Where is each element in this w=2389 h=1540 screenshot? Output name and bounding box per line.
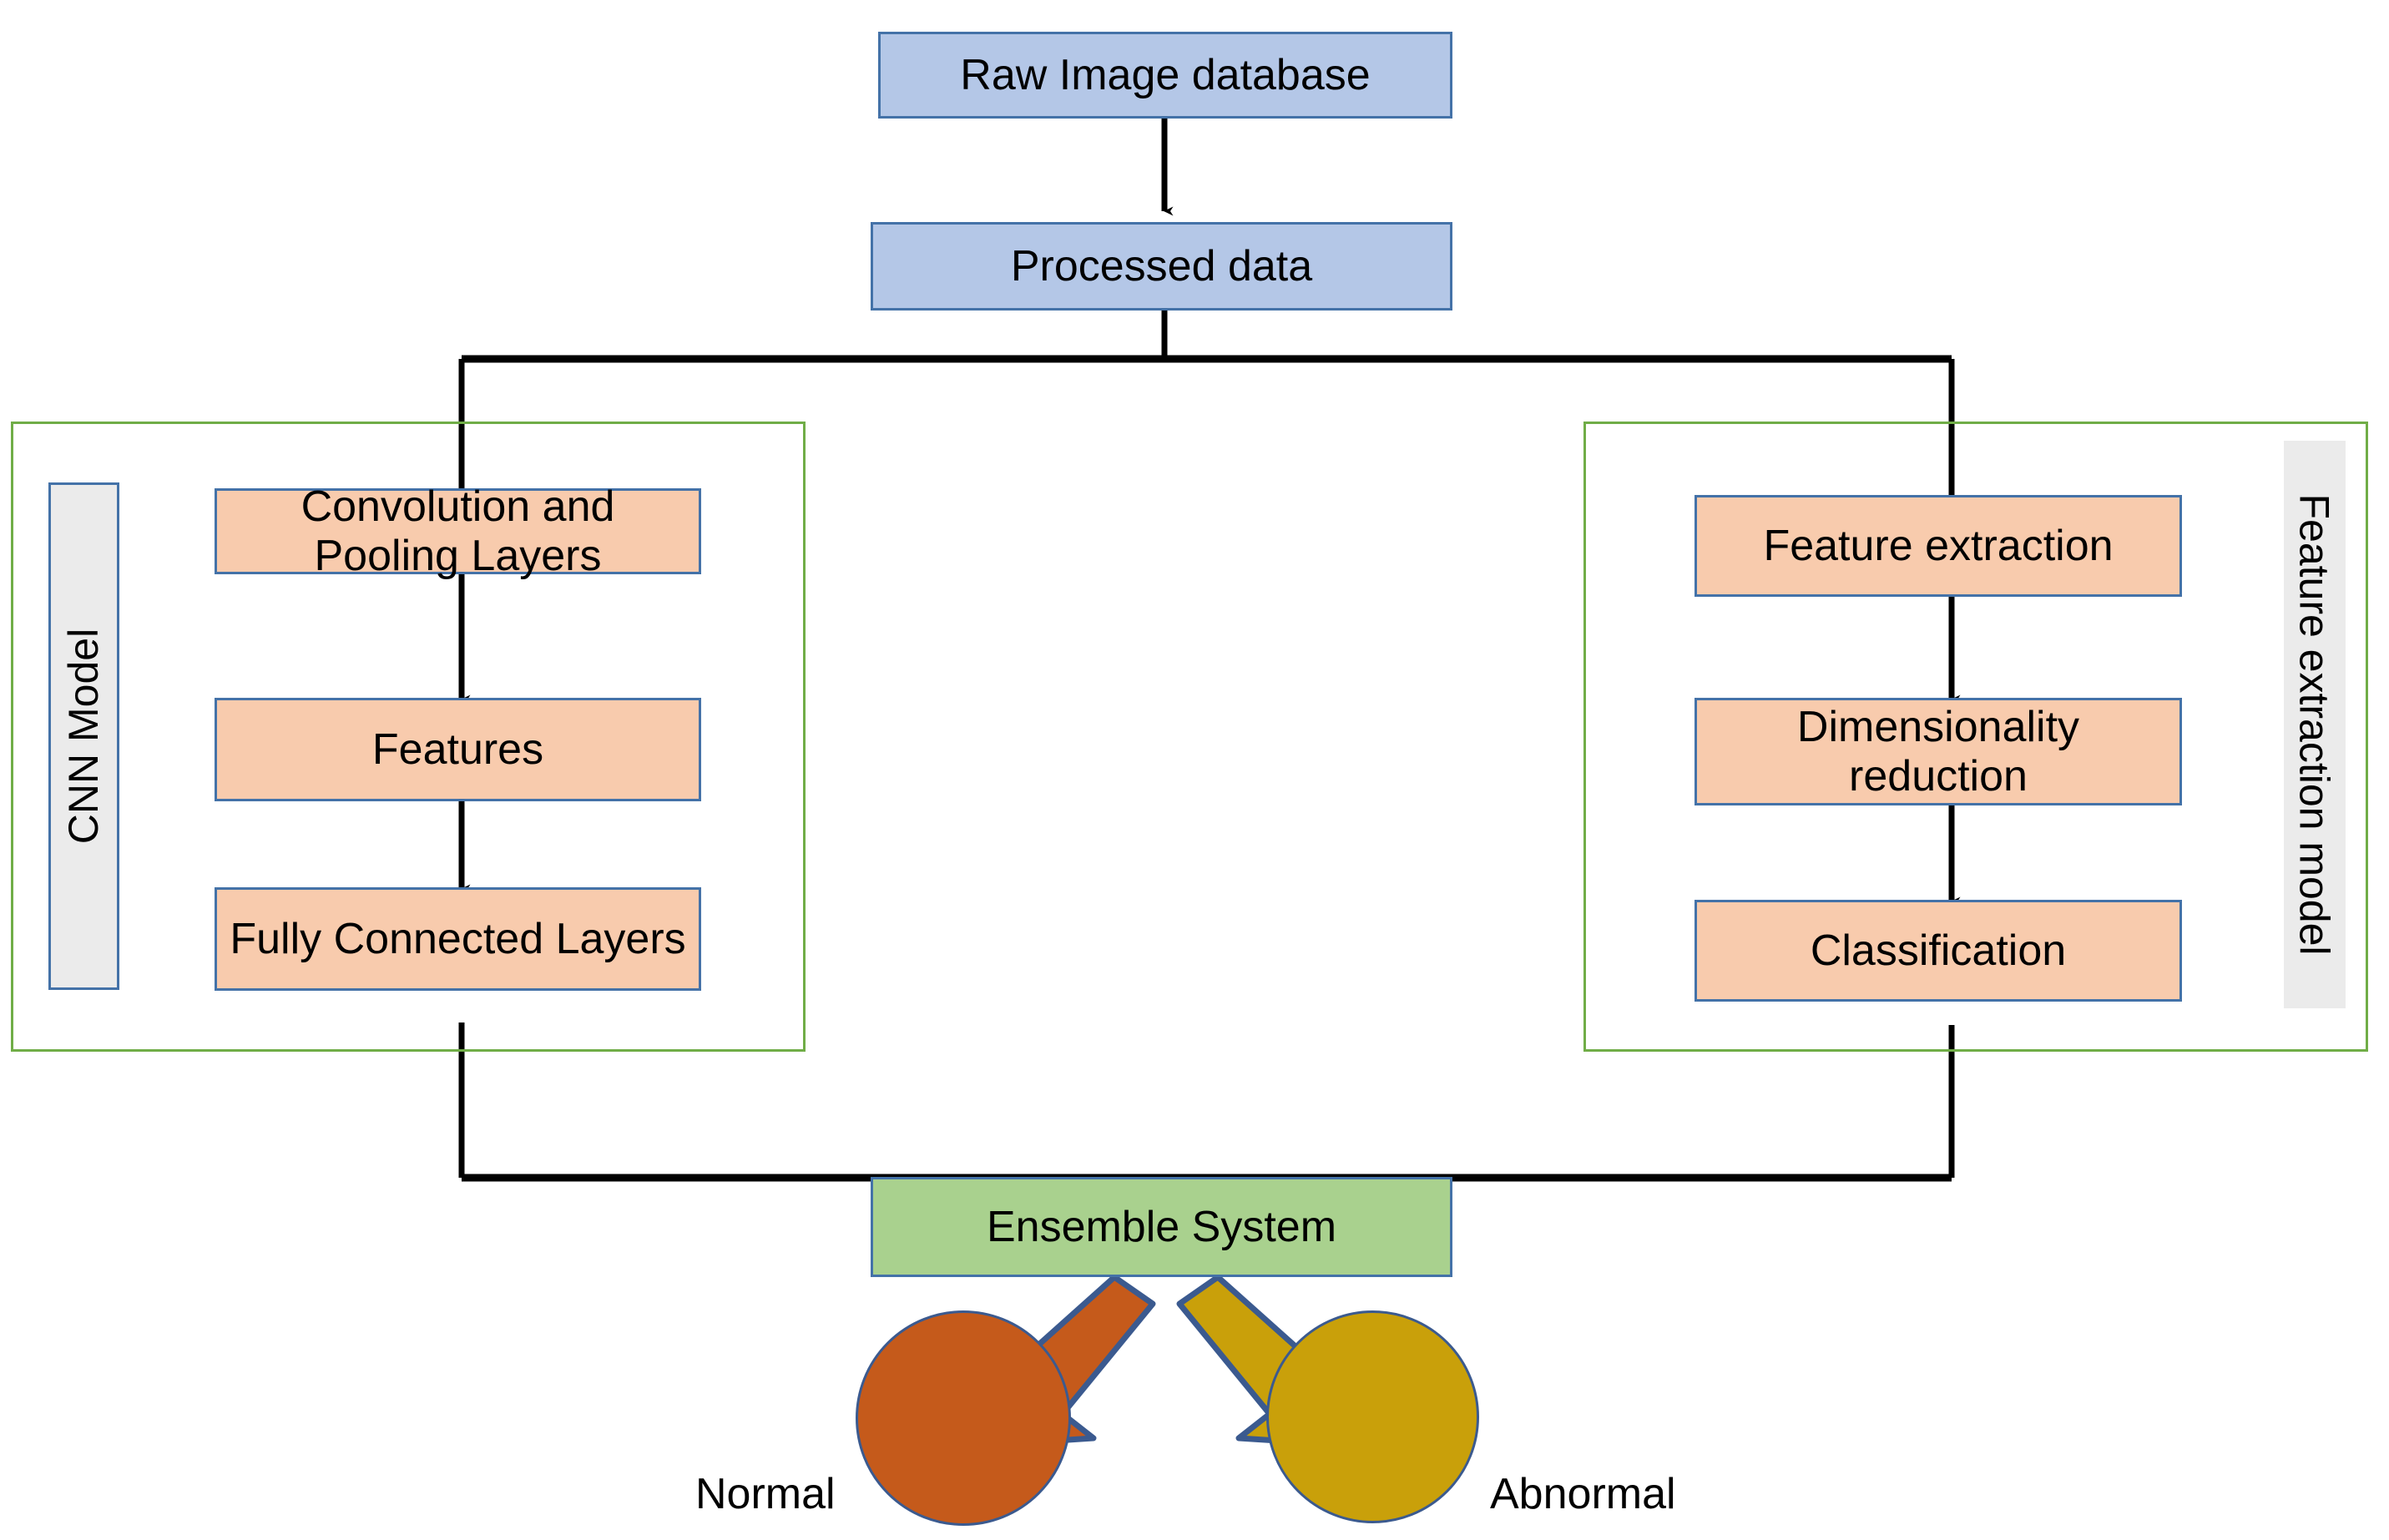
feature-extraction-model-label: Feature extraction model bbox=[2284, 441, 2346, 1008]
node-classification-text: Classification bbox=[1810, 926, 2067, 975]
group-cnn-model bbox=[11, 422, 806, 1052]
abnormal-circle[interactable] bbox=[1266, 1310, 1479, 1523]
normal-label: Normal bbox=[695, 1470, 836, 1518]
node-fully-connected-layers[interactable]: Fully Connected Layers bbox=[215, 887, 701, 991]
node-classification[interactable]: Classification bbox=[1695, 900, 2182, 1002]
node-dimensionality-reduction-text: Dimensionality reduction bbox=[1796, 703, 2080, 800]
node-dimensionality-reduction[interactable]: Dimensionality reduction bbox=[1695, 698, 2182, 805]
node-raw-image-database[interactable]: Raw Image database bbox=[878, 32, 1452, 119]
node-raw-image-database-text: Raw Image database bbox=[960, 50, 1371, 99]
cnn-model-label: CNN Model bbox=[48, 482, 119, 990]
abnormal-label: Abnormal bbox=[1490, 1470, 1676, 1518]
node-feature-extraction[interactable]: Feature extraction bbox=[1695, 495, 2182, 597]
node-processed-data-text: Processed data bbox=[1010, 241, 1313, 290]
node-ensemble-system[interactable]: Ensemble System bbox=[871, 1177, 1452, 1277]
node-features[interactable]: Features bbox=[215, 698, 701, 801]
node-convolution-and-pooling-layers[interactable]: Convolution and Pooling Layers bbox=[215, 482, 701, 580]
node-fully-connected-layers-text: Fully Connected Layers bbox=[230, 914, 686, 963]
node-ensemble-system-text: Ensemble System bbox=[986, 1202, 1337, 1251]
node-features-text: Features bbox=[371, 725, 544, 774]
cnn-model-label-text: CNN Model bbox=[60, 628, 108, 845]
node-convolution-and-pooling-layers-text: Convolution and Pooling Layers bbox=[301, 482, 615, 580]
node-feature-extraction-text: Feature extraction bbox=[1763, 521, 2114, 570]
feature-extraction-model-label-text: Feature extraction model bbox=[2291, 493, 2338, 956]
group-feature-extraction-model bbox=[1583, 422, 2368, 1052]
normal-circle[interactable] bbox=[856, 1310, 1071, 1526]
node-processed-data[interactable]: Processed data bbox=[871, 222, 1452, 311]
